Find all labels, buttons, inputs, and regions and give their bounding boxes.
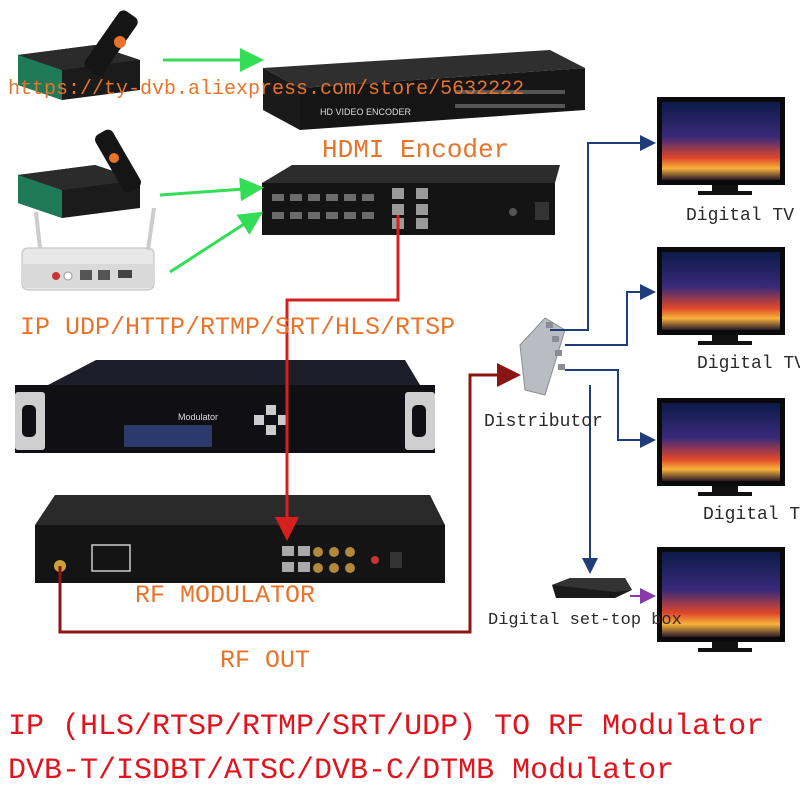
- tv-1: [657, 97, 785, 195]
- source-router: [21, 207, 156, 291]
- rf-out-line: [58, 363, 521, 634]
- green-arrow-2: [159, 177, 264, 202]
- tv-2: [657, 247, 785, 345]
- blue-line-tv1: [550, 135, 656, 331]
- blue-line-tv2: [565, 284, 656, 346]
- hdmi-encoder-device: HD VIDEO ENCODER: [263, 50, 585, 130]
- label-digital-tv-1: Digital TV: [686, 206, 795, 226]
- label-set-top-box: Digital set-top box: [488, 611, 682, 630]
- rf-modulator-device: [35, 495, 445, 583]
- footer-line-1: IP (HLS/RTSP/RTMP/SRT/UDP) TO RF Modulat…: [8, 710, 765, 744]
- source-stb-1: [18, 10, 140, 100]
- blue-line-tv3: [565, 369, 656, 448]
- label-digital-tv-2: Digital TV: [697, 354, 800, 374]
- red-link-encoder-to-modulator: [275, 215, 400, 541]
- label-digital-tv-3: Digital TV: [703, 505, 800, 525]
- tv-4: [657, 547, 785, 652]
- modulator-front-device: Modulator: [15, 360, 435, 453]
- encoder-panel-text: HD VIDEO ENCODER: [320, 107, 412, 117]
- label-hdmi-encoder: HDMI Encoder: [322, 135, 510, 165]
- label-distributor: Distributor: [484, 412, 603, 432]
- source-stb-2: [18, 129, 141, 218]
- watermark-url: https://ty-dvb.aliexpress.com/store/5632…: [8, 78, 525, 101]
- label-ip-protocols: IP UDP/HTTP/RTMP/SRT/HLS/RTSP: [20, 313, 456, 342]
- label-rf-out: RF OUT: [220, 646, 311, 675]
- footer-line-2: DVB-T/ISDBT/ATSC/DVB-C/DTMB Modulator: [8, 754, 675, 788]
- label-rf-modulator: RF MODULATOR: [135, 581, 316, 610]
- tv-3: [657, 398, 785, 496]
- modulator-panel-text: Modulator: [178, 412, 218, 422]
- green-arrow-3: [169, 211, 264, 274]
- ip-encoder-device: [262, 165, 560, 235]
- distributor-device: [519, 317, 566, 396]
- set-top-box-device: [552, 578, 632, 598]
